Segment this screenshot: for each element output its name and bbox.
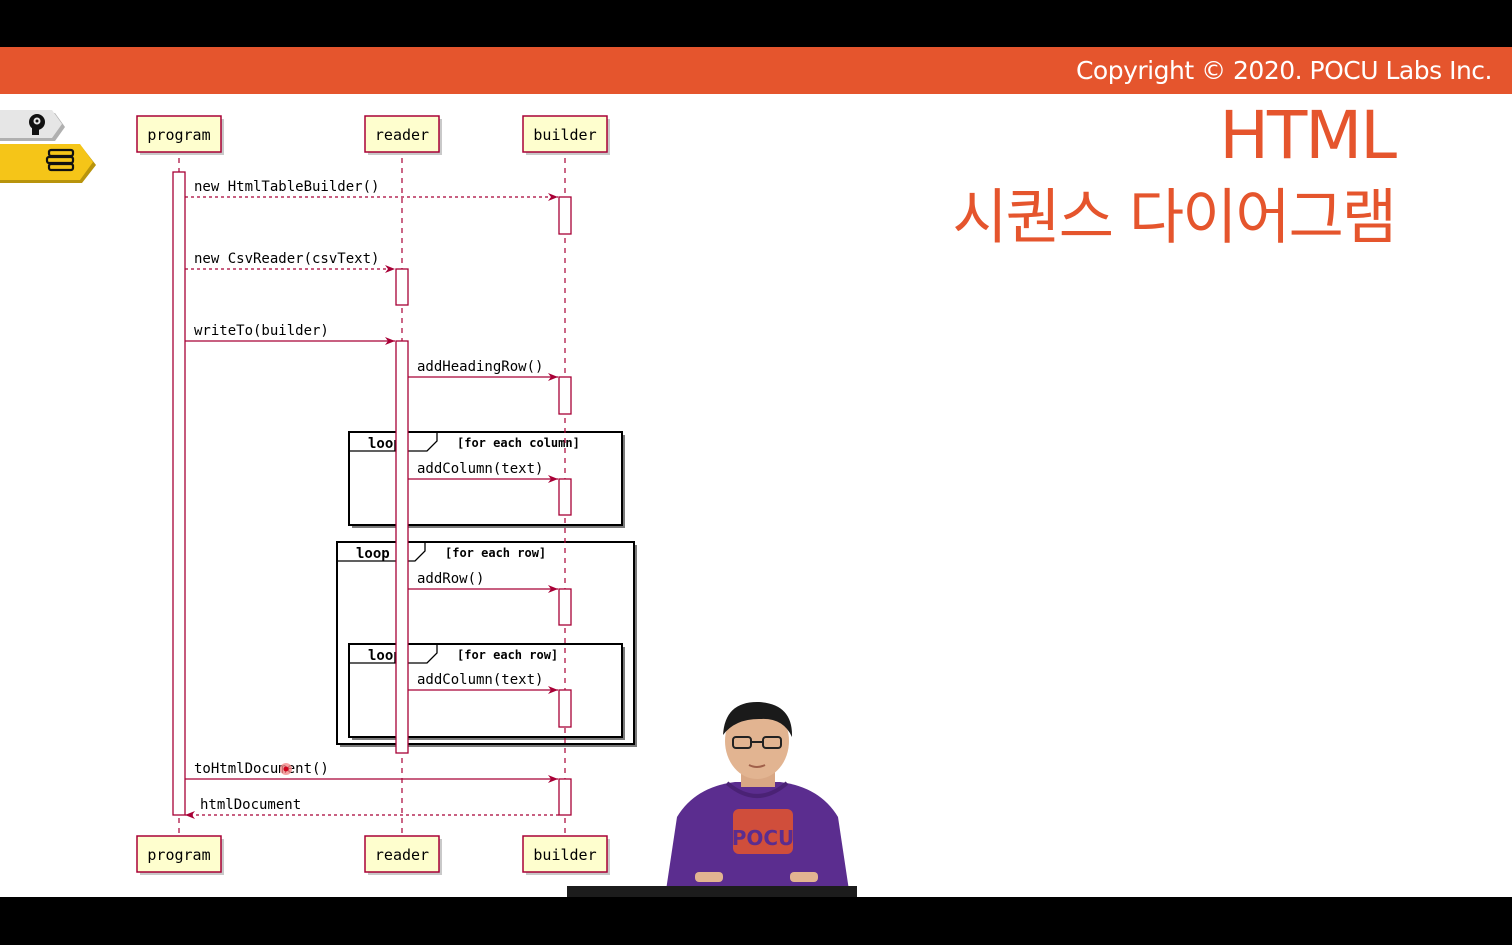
side-tag-books[interactable]: [0, 144, 100, 184]
participant-label-program: program: [147, 846, 210, 864]
message-label: addRow(): [417, 571, 484, 587]
letterbox-top: [0, 0, 1512, 47]
message-label: addColumn(text): [417, 672, 543, 688]
participant-label-builder: builder: [533, 846, 596, 864]
activation-bar-builder: [558, 588, 572, 626]
shirt-logo: POCU: [732, 826, 795, 850]
participant-box-program-bottom: [136, 835, 222, 873]
message-label: toHtmlDocument(): [194, 761, 329, 777]
slide: Copyright © 2020. POCU Labs Inc. HTML 시퀀…: [0, 47, 1512, 897]
header-bar: Copyright © 2020. POCU Labs Inc.: [0, 47, 1512, 94]
participant-label-reader: reader: [375, 126, 429, 144]
message-label: new HtmlTableBuilder(): [194, 179, 379, 195]
loop-keyword: loop: [356, 546, 390, 562]
book-stack-icon: [45, 148, 75, 172]
message-label: htmlDocument: [200, 797, 301, 813]
loop-tab: [349, 644, 438, 664]
participant-label-program: program: [147, 126, 210, 144]
letterbox-bottom: [0, 897, 1512, 945]
participant-box-reader-top: [364, 115, 440, 153]
loop-guard: [for each row]: [457, 648, 558, 662]
activation-bar-builder: [558, 376, 572, 415]
copyright-text: Copyright © 2020. POCU Labs Inc.: [1075, 56, 1493, 85]
participant-box-program-top: [136, 115, 222, 153]
message-label: addHeadingRow(): [417, 359, 543, 375]
desk-edge: [567, 886, 857, 897]
loop-tab: [337, 542, 426, 562]
participant-box-reader-bottom: [364, 835, 440, 873]
message-label: new CsvReader(csvText): [194, 251, 379, 267]
sequence-diagram: loop [for each column] loop [for each row] l…: [136, 115, 637, 875]
activation-bar-builder: [558, 778, 572, 816]
participant-box-builder-bottom: [522, 835, 608, 873]
loop-keyword: loop: [368, 648, 402, 664]
message-label: writeTo(builder): [194, 323, 329, 339]
activation-bar-builder: [558, 196, 572, 235]
brain-head-icon: [29, 114, 45, 135]
message-label: addColumn(text): [417, 461, 543, 477]
loop-guard: [for each row]: [445, 546, 546, 560]
loop-tab: [349, 432, 438, 452]
loop-keyword: loop: [368, 436, 402, 452]
participant-label-builder: builder: [533, 126, 596, 144]
cursor-dot: [283, 766, 289, 772]
activation-bar-program: [172, 171, 186, 816]
activation-bar-reader: [395, 340, 409, 754]
participant-box-builder-top: [522, 115, 608, 153]
activation-bar-reader: [395, 268, 409, 306]
slide-title: HTML: [1219, 97, 1397, 174]
loop-guard: [for each column]: [457, 436, 580, 450]
presenter-video: POCU: [655, 697, 860, 897]
activation-bar-builder: [558, 478, 572, 516]
slide-subtitle: 시퀀스 다이어그램: [952, 183, 1397, 253]
activation-bar-builder: [558, 689, 572, 728]
side-tag-brain[interactable]: [0, 110, 68, 142]
participant-label-reader: reader: [375, 846, 429, 864]
